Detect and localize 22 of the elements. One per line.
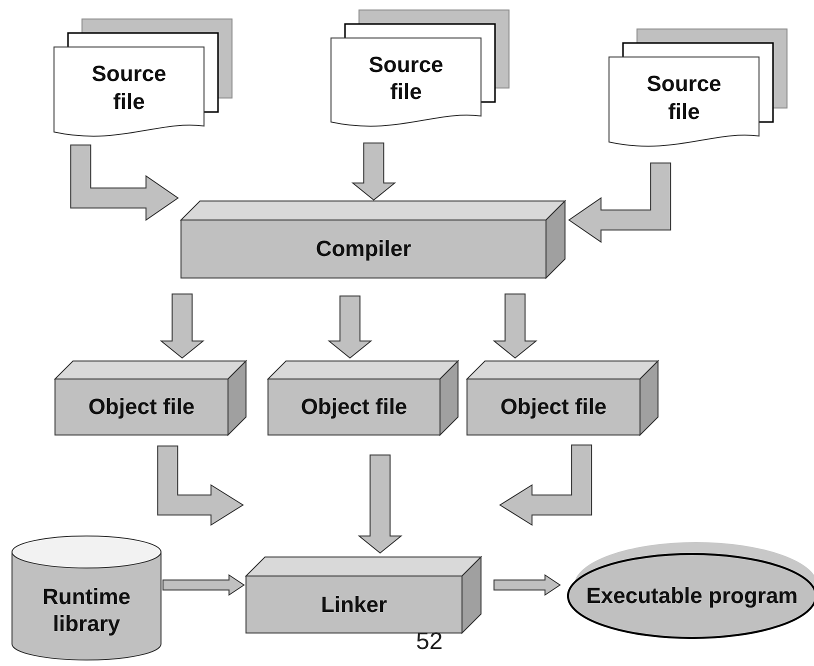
node-label: Source file	[368, 50, 444, 106]
block-arrow	[160, 294, 205, 359]
block-arrow	[492, 294, 538, 359]
block-arrow	[351, 142, 396, 201]
block-arrow	[328, 296, 372, 359]
block-arrow	[499, 444, 592, 526]
node-label: Object file	[500, 393, 607, 421]
node-label: Object file	[300, 393, 408, 421]
block-arrow	[162, 574, 245, 596]
node-label: Executable program	[586, 582, 798, 610]
node-label: Compiler	[316, 235, 412, 263]
block-arrow	[568, 162, 672, 243]
block-arrow	[157, 446, 244, 526]
node-label: Linker	[320, 590, 388, 618]
node-label: Source file	[646, 70, 722, 125]
block-arrow	[494, 574, 561, 596]
node-label: Source file	[90, 60, 168, 115]
block-arrow	[70, 144, 179, 221]
node-label: Object file	[88, 393, 195, 421]
node-label: Runtime library	[42, 582, 132, 638]
page-number: 52	[416, 628, 443, 656]
block-arrow	[358, 454, 403, 554]
